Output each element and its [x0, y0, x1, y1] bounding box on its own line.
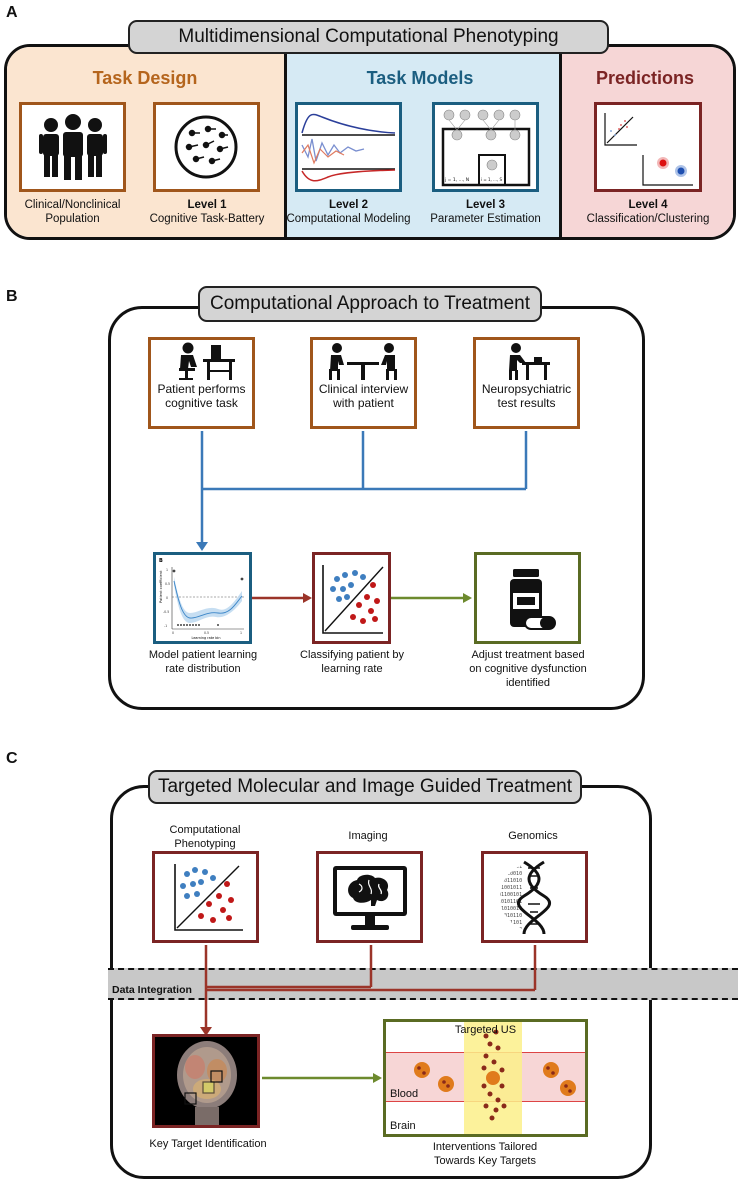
medication-bottle-icon — [510, 569, 556, 630]
level2-text: Computational Modeling — [286, 213, 411, 225]
level1-caption: Level 1 Cognitive Task-Battery — [140, 198, 274, 226]
blood-label: Blood — [390, 1088, 419, 1100]
classify-scatter-icon — [322, 565, 384, 634]
targeted-us-label: Targeted US — [454, 1024, 517, 1036]
panel-a-title: Multidimensional Computational Phenotypi… — [128, 20, 609, 54]
clinical-interview-box: Clinical interview with patient — [310, 337, 417, 429]
brain-scan-image — [177, 1041, 237, 1125]
level2-caption: Level 2 Computational Modeling — [280, 198, 417, 226]
intervention-box: Targeted US Blood Brain — [383, 1019, 588, 1137]
brain-label: Brain — [390, 1120, 416, 1132]
interview-icon — [329, 343, 397, 380]
phenotyping-box — [152, 851, 259, 943]
cognitive-task-caption: Patient performs cognitive task — [157, 382, 246, 410]
phenotyping-label: Computational Phenotyping — [169, 824, 241, 850]
genomics-label: Genomics — [508, 830, 558, 842]
brain-monitor-icon — [333, 866, 407, 930]
panel-c-title: Targeted Molecular and Image Guided Trea… — [148, 770, 582, 804]
population-box — [19, 102, 126, 192]
xtick-0.5: 0.5 — [204, 631, 209, 635]
treatment-caption: Adjust treatment based on cognitive dysf… — [469, 649, 587, 689]
intervention-caption: Interventions Tailored Towards Key Targe… — [432, 1141, 538, 1167]
loop-outer-label: j = 1, ..., N — [444, 177, 469, 183]
panel-a-letter: A — [6, 4, 18, 21]
level4-caption: Level 4 Classification/Clustering — [575, 198, 721, 226]
graphical-model-icon: j = 1, ..., N i = 1, ..., S — [441, 109, 531, 187]
panel-b-letter: B — [6, 288, 18, 305]
clinical-interview-caption: Clinical interview with patient — [318, 382, 409, 410]
level3-text: Parameter Estimation — [430, 213, 541, 225]
classify-box — [312, 552, 391, 644]
phenotyping-scatter-icon — [174, 864, 243, 931]
level4-label: Level 4 — [628, 199, 668, 211]
level1-text: Cognitive Task-Battery — [149, 213, 265, 225]
learning-rate-box: B Patient coefficient 1 0.5 0 -0.5 -1 0 … — [153, 552, 252, 644]
imaging-box — [316, 851, 423, 943]
panel-c-letter: C — [6, 750, 18, 767]
patient-at-computer-icon — [179, 342, 235, 380]
ytick-neg0.5: -0.5 — [163, 610, 169, 614]
learning-rate-chart: B Patient coefficient 1 0.5 0 -0.5 -1 0 … — [159, 558, 244, 640]
task-battery-box — [153, 102, 260, 192]
predictions-title: Predictions — [595, 68, 695, 88]
xtick-1: 1 — [240, 631, 242, 635]
brain-scan-box — [152, 1034, 260, 1128]
mini-chart-panel-label: B — [159, 558, 163, 564]
cognitive-task-box: Patient performs cognitive task — [148, 337, 255, 429]
level1-label: Level 1 — [187, 199, 227, 211]
learning-rate-caption: Model patient learning rate distribution — [148, 649, 258, 675]
test-results-caption: Neuropsychiatric test results — [481, 382, 572, 410]
data-integration-band: Data Integration — [108, 968, 738, 1000]
parameter-box: j = 1, ..., N i = 1, ..., S — [432, 102, 539, 192]
dna-icon: 01101001101011011011001011010010 0101101… — [500, 860, 552, 935]
particles-diagram — [414, 1029, 576, 1121]
level3-label: Level 3 — [466, 199, 505, 211]
panel-b-title: Computational Approach to Treatment — [198, 286, 542, 322]
clustering-plot-icon — [604, 113, 693, 186]
level2-label: Level 2 — [329, 199, 368, 211]
mini-chart-ylabel: Patient coefficient — [159, 570, 163, 603]
data-integration-label: Data Integration — [112, 984, 192, 996]
ytick-neg1: -1 — [164, 624, 167, 628]
ytick-1: 1 — [166, 568, 168, 572]
ytick-0.5: 0.5 — [165, 582, 170, 586]
task-models-title: Task Models — [366, 68, 474, 88]
genomics-box: 01101001101011011011001011010010 0101101… — [481, 851, 588, 943]
xtick-0: 0 — [172, 631, 174, 635]
task-design-title: Task Design — [92, 68, 198, 88]
level4-text: Classification/Clustering — [586, 213, 710, 225]
modeling-box — [295, 102, 402, 192]
dot-motion-icon — [174, 115, 238, 179]
ytick-0: 0 — [166, 596, 168, 600]
classification-box — [594, 102, 702, 192]
population-caption: Clinical/Nonclinical Population — [24, 199, 121, 225]
loop-inner-label: i = 1, ..., S — [481, 177, 502, 182]
people-icon — [39, 114, 107, 180]
classify-caption: Classifying patient by learning rate — [300, 649, 404, 675]
mini-chart-xlabel: Learning rate bin — [191, 636, 220, 640]
target-caption: Key Target Identification — [149, 1138, 267, 1150]
imaging-label: Imaging — [348, 830, 388, 842]
patient-writing-icon — [509, 343, 550, 380]
test-results-box: Neuropsychiatric test results — [473, 337, 580, 429]
model-traces-icon — [301, 113, 396, 182]
level3-caption: Level 3 Parameter Estimation — [418, 198, 553, 226]
treatment-box — [474, 552, 581, 644]
